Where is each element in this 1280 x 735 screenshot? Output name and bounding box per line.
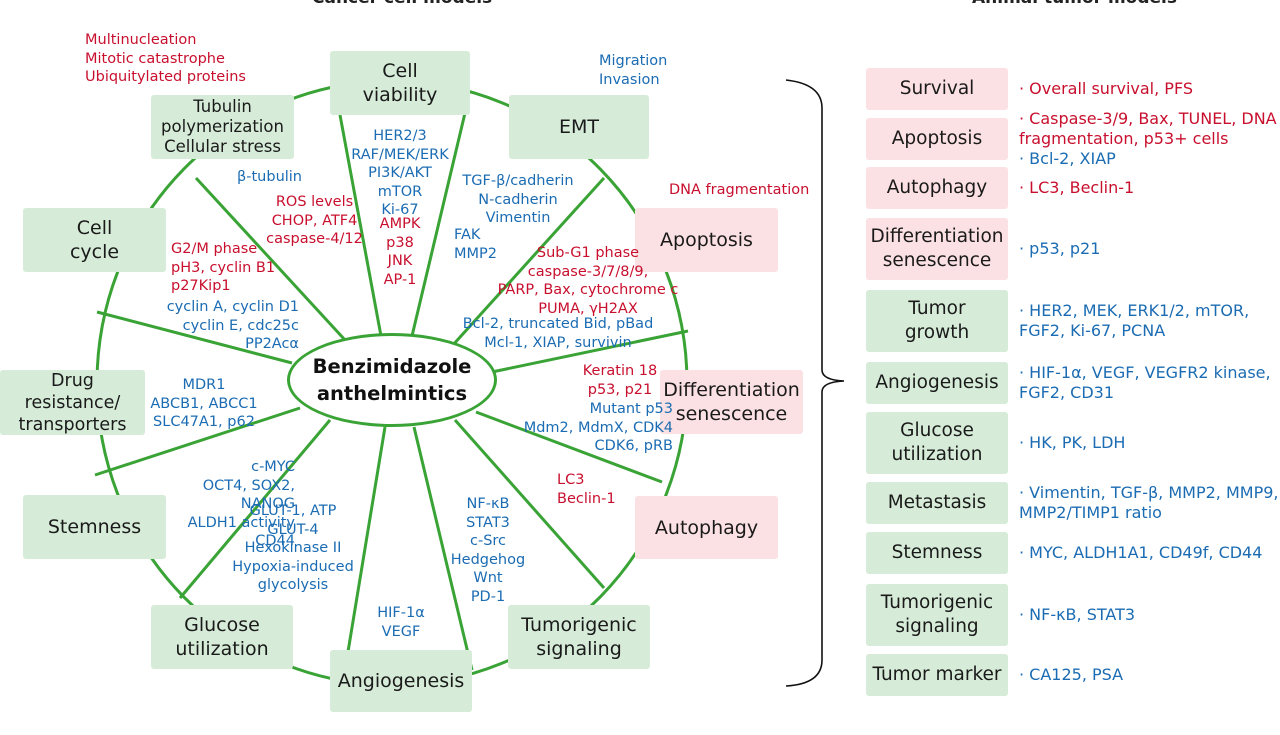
animal-box-1: Apoptosis <box>866 118 1008 160</box>
animal-markers-1: · Caspase-3/9, Bax, TUNEL, DNA fragmenta… <box>1019 109 1277 169</box>
label-ros-levels: ROS levels CHOP, ATF4 caspase-4/12 <box>266 194 363 247</box>
animal-marker-line: · Overall survival, PFS <box>1019 79 1194 98</box>
animal-marker-line: · NF-κB, STAT3 <box>1019 605 1136 624</box>
label-signaling-markers: NF-κB STAT3 c-Src Hedgehog Wnt PD-1 <box>450 496 526 605</box>
label-emt-markers: TGF-β/cadherin N-cadherin Vimentin <box>462 173 574 226</box>
animal-markers-5: · HIF-1α, VEGF, VEGFR2 kinase, FGF2, CD3… <box>1019 363 1271 403</box>
right-header: Animal tumor models <box>972 0 1177 8</box>
animal-markers-8: · MYC, ALDH1A1, CD49f, CD44 <box>1019 543 1262 563</box>
animal-markers-0: · Overall survival, PFS <box>1019 79 1193 99</box>
hub-benzimidazole: Benzimidazole anthelmintics <box>287 333 497 427</box>
node-emt: EMT <box>509 95 649 159</box>
label-glucose-markers: GLUT-1, ATP GLUT-4 Hexokinase II Hypoxia… <box>232 503 354 593</box>
animal-marker-line: · Caspase-3/9, Bax, TUNEL, DNA <box>1019 109 1277 128</box>
left-header: Cancer cell models <box>312 0 492 8</box>
label-cyclins: cyclin A, cyclin D1 cyclin E, cdc25c PP2… <box>166 299 299 352</box>
animal-marker-line: · HK, PK, LDH <box>1019 433 1126 452</box>
animal-marker-line: · MYC, ALDH1A1, CD49f, CD44 <box>1019 543 1263 562</box>
animal-marker-line: · LC3, Beclin-1 <box>1019 178 1135 197</box>
label-apoptosis-inhibitors: Bcl-2, truncated Bid, pBad Mcl-1, XIAP, … <box>462 316 654 351</box>
animal-marker-line: · Vimentin, TGF-β, MMP2, MMP9, <box>1019 483 1279 502</box>
animal-markers-7: · Vimentin, TGF-β, MMP2, MMP9, MMP2/TIMP… <box>1019 483 1278 523</box>
animal-box-7: Metastasis <box>866 482 1008 524</box>
animal-marker-line: FGF2, Ki-67, PCNA <box>1019 321 1166 340</box>
label-lc3-beclin: LC3 Beclin-1 <box>557 472 616 507</box>
animal-markers-3: · p53, p21 <box>1019 239 1100 259</box>
label-keratin-p53: Keratin 18 p53, p21 <box>582 363 658 398</box>
node-apoptosis: Apoptosis <box>635 208 778 272</box>
animal-markers-9: · NF-κB, STAT3 <box>1019 605 1135 625</box>
label-stemness-markers: c-MYC OCT4, SOX2, NANOG ALDH1 activity C… <box>187 459 295 549</box>
animal-box-10: Tumor marker <box>866 654 1008 696</box>
animal-marker-line: FGF2, CD31 <box>1019 383 1115 402</box>
animal-marker-line: · Bcl-2, XIAP <box>1019 149 1116 168</box>
label-mutant-p53: Mutant p53 Mdm2, MdmX, CDK4 CDK6, pRB <box>523 401 673 454</box>
label-transporters: MDR1 ABCB1, ABCC1 SLC47A1, p62 <box>150 377 258 430</box>
node-differentiation-senescence: Differentiation senescence <box>660 370 803 434</box>
label-fak-mmp2: FAK MMP2 <box>454 227 497 262</box>
spokes <box>94 112 689 671</box>
animal-markers-2: · LC3, Beclin-1 <box>1019 178 1134 198</box>
animal-marker-line: fragmentation, p53+ cells <box>1019 129 1229 148</box>
label-multinucleation: Multinucleation Mitotic catastrophe Ubiq… <box>85 32 246 85</box>
node-cell-viability: Cell viability <box>330 51 470 115</box>
label-g2m-phase: G2/M phase pH3, cyclin B1 p27Kip1 <box>171 241 276 294</box>
node-glucose-utilization: Glucose utilization <box>151 605 293 669</box>
label-dna-fragmentation: DNA fragmentation <box>669 182 810 198</box>
node-angiogenesis: Angiogenesis <box>330 650 472 712</box>
curly-brace <box>785 79 845 687</box>
animal-box-9: Tumorigenic signaling <box>866 584 1008 646</box>
animal-marker-line: · HER2, MEK, ERK1/2, mTOR, <box>1019 301 1250 320</box>
animal-marker-line: · CA125, PSA <box>1019 665 1124 684</box>
label-beta-tubulin: β-tubulin <box>237 169 303 185</box>
animal-box-5: Angiogenesis <box>866 362 1008 404</box>
label-hif-vegf: HIF-1α VEGF <box>377 605 425 640</box>
animal-box-3: Differentiation senescence <box>866 218 1008 280</box>
animal-box-4: Tumor growth <box>866 290 1008 352</box>
node-drug-resistance: Drug resistance/ transporters <box>0 370 145 435</box>
animal-markers-6: · HK, PK, LDH <box>1019 433 1125 453</box>
animal-marker-line: · p53, p21 <box>1019 239 1101 258</box>
label-migration-invasion: Migration Invasion <box>599 53 668 88</box>
animal-markers-10: · CA125, PSA <box>1019 665 1123 685</box>
animal-markers-4: · HER2, MEK, ERK1/2, mTOR, FGF2, Ki-67, … <box>1019 301 1249 341</box>
animal-box-2: Autophagy <box>866 167 1008 209</box>
animal-box-6: Glucose utilization <box>866 412 1008 474</box>
node-tubulin-polymerization: Tubulin polymerization Cellular stress <box>151 95 294 159</box>
animal-marker-line: MMP2/TIMP1 ratio <box>1019 503 1162 522</box>
node-autophagy: Autophagy <box>635 496 778 559</box>
animal-box-8: Stemness <box>866 532 1008 574</box>
label-viability-kinases: AMPK p38 JNK AP-1 <box>379 216 421 288</box>
animal-box-0: Survival <box>866 68 1008 110</box>
label-viability-markers: HER2/3 RAF/MEK/ERK PI3K/AKT mTOR Ki-67 <box>351 128 449 218</box>
node-cell-cycle: Cell cycle <box>23 208 166 272</box>
node-tumorigenic-signaling: Tumorigenic signaling <box>508 605 650 669</box>
node-stemness: Stemness <box>23 495 166 559</box>
animal-marker-line: · HIF-1α, VEGF, VEGFR2 kinase, <box>1019 363 1271 382</box>
label-apoptosis-markers: Sub-G1 phase caspase-3/7/8/9, PARP, Bax,… <box>497 245 679 317</box>
